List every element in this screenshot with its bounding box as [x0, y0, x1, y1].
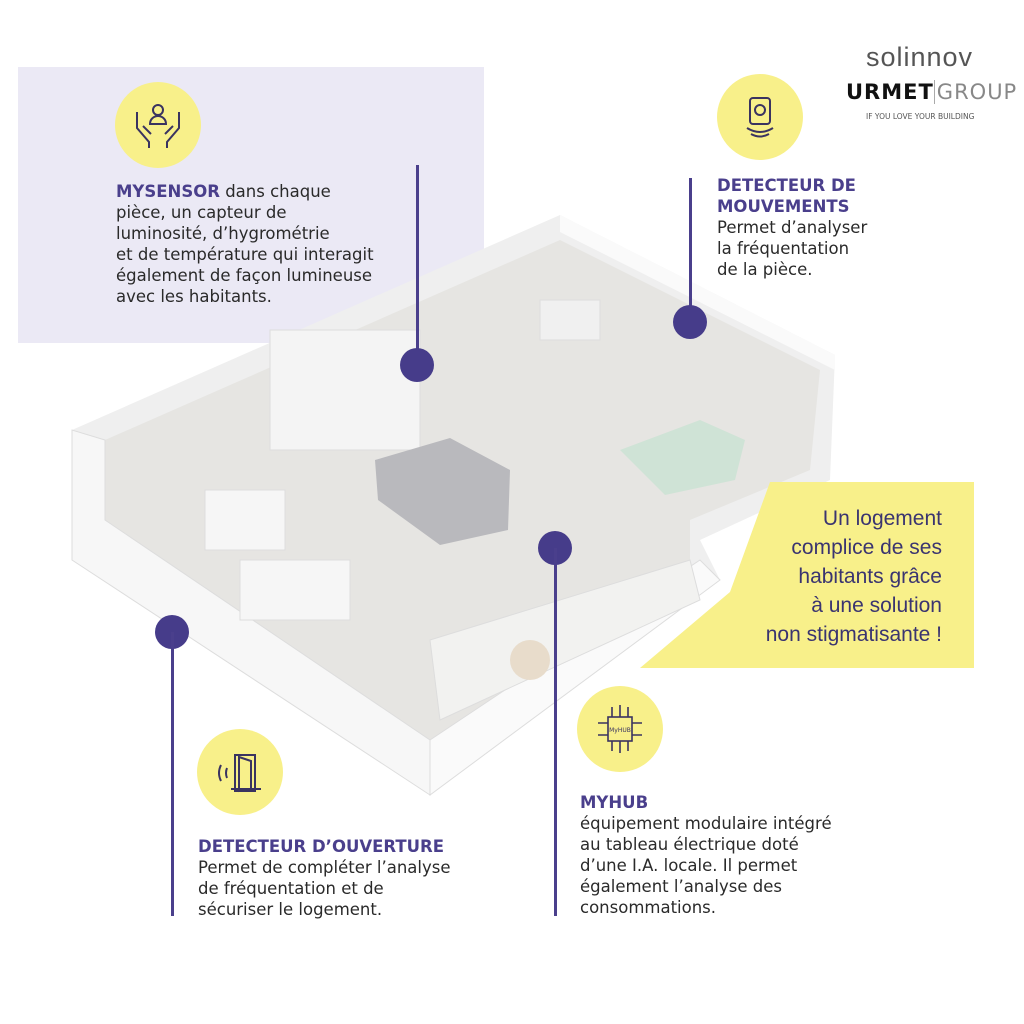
text-line: complice de ses — [791, 536, 942, 559]
text-line: non stigmatisante ! — [765, 623, 942, 646]
motion-title: MOUVEMENTS — [717, 197, 850, 216]
callout-box — [640, 482, 974, 668]
motion-connector — [689, 178, 692, 323]
text-line: dans chaque — [219, 182, 331, 201]
opening-connector — [171, 632, 174, 916]
text-line: Un logement — [822, 507, 942, 530]
text-line: pièce, un capteur de — [116, 203, 287, 222]
text-line: d’une I.A. locale. Il permet — [580, 856, 798, 875]
motion-title: DETECTEUR DE — [717, 176, 856, 195]
mysensor-marker — [400, 348, 434, 382]
text-line: de fréquentation et de — [198, 879, 384, 898]
text-line: avec les habitants. — [116, 287, 272, 306]
text-line: au tableau électrique doté — [580, 835, 799, 854]
text-line: de la pièce. — [717, 260, 813, 279]
myhub-text: MYHUB équipement modulaire intégré au ta… — [580, 792, 880, 918]
motion-marker — [673, 305, 707, 339]
text-line: sécuriser le logement. — [198, 900, 383, 919]
text-line: habitants grâce — [798, 565, 942, 588]
door-sensor-icon — [197, 729, 283, 815]
chip-label: MyHUB — [609, 727, 631, 734]
tagline: IF YOU LOVE YOUR BUILDING — [866, 112, 975, 121]
mysensor-title: MYSENSOR — [116, 182, 220, 201]
motion-text: DETECTEUR DE MOUVEMENTS Permet d’analyse… — [717, 175, 917, 280]
sofa — [375, 438, 510, 545]
myhub-connector — [554, 548, 557, 916]
motion-sensor-icon — [717, 74, 803, 160]
opening-title: DETECTEUR D’OUVERTURE — [198, 837, 445, 856]
text-line: et de température qui interagit — [116, 245, 374, 264]
text-line: Permet d’analyser — [717, 218, 868, 237]
mysensor-text: MYSENSOR dans chaque pièce, un capteur d… — [116, 181, 416, 307]
opening-text: DETECTEUR D’OUVERTURE Permet de compléte… — [198, 836, 498, 920]
text-line: également l’analyse des — [580, 877, 782, 896]
text-line: luminosité, d’hygrométrie — [116, 224, 330, 243]
text-line: consommations. — [580, 898, 717, 917]
callout-text: Un logement complice de ses habitants gr… — [766, 504, 942, 649]
bed — [620, 420, 745, 495]
mysensor-connector — [416, 165, 419, 365]
text-line: également de façon lumineuse — [116, 266, 373, 285]
text-line: la fréquentation — [717, 239, 850, 258]
logo-main: URMET — [846, 80, 934, 104]
chip-icon: MyHUB — [577, 686, 663, 772]
hands-person-icon — [115, 82, 201, 168]
logo-group: GROUP — [933, 80, 1018, 104]
text-line: à une solution — [811, 594, 942, 617]
text-line: Permet de compléter l’analyse — [198, 858, 451, 877]
solinnov-logo: solinnov — [866, 42, 974, 72]
myhub-title: MYHUB — [580, 793, 649, 812]
text-line: équipement modulaire intégré — [580, 814, 832, 833]
